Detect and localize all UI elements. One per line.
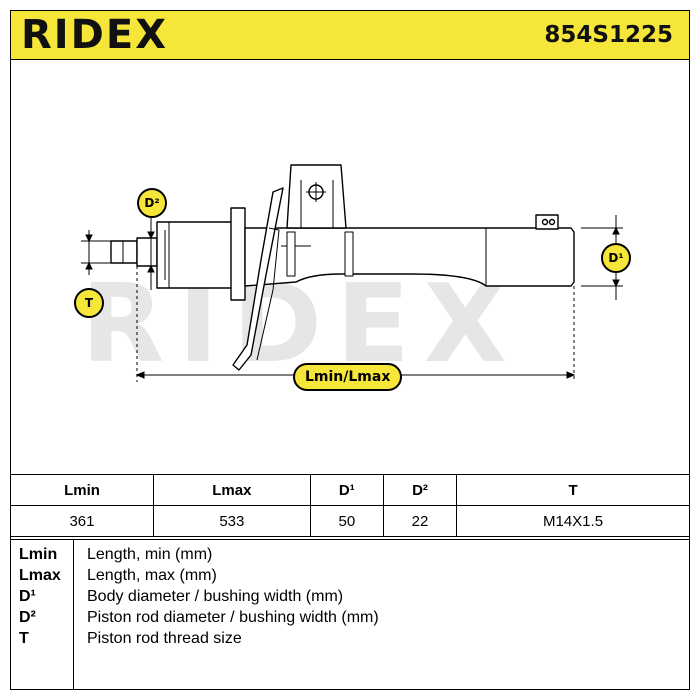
legend-item: D¹ Body diameter / bushing width (mm) (11, 586, 689, 607)
spec-header-d2: D² (382, 474, 458, 506)
header-bar: RIDEX 854S1225 (11, 11, 689, 60)
legend-desc: Body diameter / bushing width (mm) (87, 588, 344, 605)
spec-header-lmax: Lmax (152, 474, 311, 506)
spring-plate (230, 207, 246, 301)
legend-desc: Length, min (mm) (87, 546, 213, 563)
t-callout: T (74, 288, 104, 318)
legend-key: D² (19, 609, 36, 626)
product-card: RIDEX 854S1225 RIDEX (10, 10, 690, 690)
legend-item: Lmax Length, max (mm) (11, 565, 689, 586)
spec-value-d1: 50 (309, 505, 384, 537)
legend-item: Lmin Length, min (mm) (11, 544, 689, 565)
legend-divider (73, 540, 74, 690)
legend-desc: Length, max (mm) (87, 567, 217, 584)
legend-item: D² Piston rod diameter / bushing width (… (11, 607, 689, 628)
legend-key: T (19, 630, 29, 647)
spec-header-d1: D¹ (309, 474, 384, 506)
main-tube (244, 227, 575, 287)
legend-item: T Piston rod thread size (11, 628, 689, 649)
d2-callout: D² (137, 188, 167, 218)
brand-logo: RIDEX (21, 12, 169, 58)
spec-header-t: T (456, 474, 689, 506)
spec-table: Lmin Lmax D¹ D² T 361 533 50 22 M14X1.5 (11, 474, 689, 537)
legend-key: Lmax (19, 567, 61, 584)
spec-value-t: M14X1.5 (456, 505, 689, 537)
technical-drawing: RIDEX (11, 60, 689, 472)
length-callout: Lmin/Lmax (293, 363, 403, 391)
spec-header-lmin: Lmin (11, 474, 154, 506)
part-number: 854S1225 (544, 22, 673, 48)
legend-key: Lmin (19, 546, 58, 563)
upper-body (156, 221, 236, 289)
shock-absorber-diagram (81, 164, 623, 382)
legend-desc: Piston rod diameter / bushing width (mm) (87, 609, 379, 626)
spec-value-d2: 22 (382, 505, 458, 537)
thread-end (110, 240, 138, 264)
spec-header-row: Lmin Lmax D¹ D² T (11, 474, 689, 506)
piston-rod (136, 237, 158, 267)
d1-callout: D¹ (601, 243, 631, 273)
legend-desc: Piston rod thread size (87, 630, 242, 647)
spec-value-lmax: 533 (152, 505, 311, 537)
spec-value-row: 361 533 50 22 M14X1.5 (11, 505, 689, 537)
angled-bracket (232, 187, 284, 371)
legend-key: D¹ (19, 588, 36, 605)
spec-value-lmin: 361 (11, 505, 154, 537)
legend: Lmin Length, min (mm) Lmax Length, max (… (11, 539, 689, 690)
brand-watermark: RIDEX (81, 262, 522, 387)
